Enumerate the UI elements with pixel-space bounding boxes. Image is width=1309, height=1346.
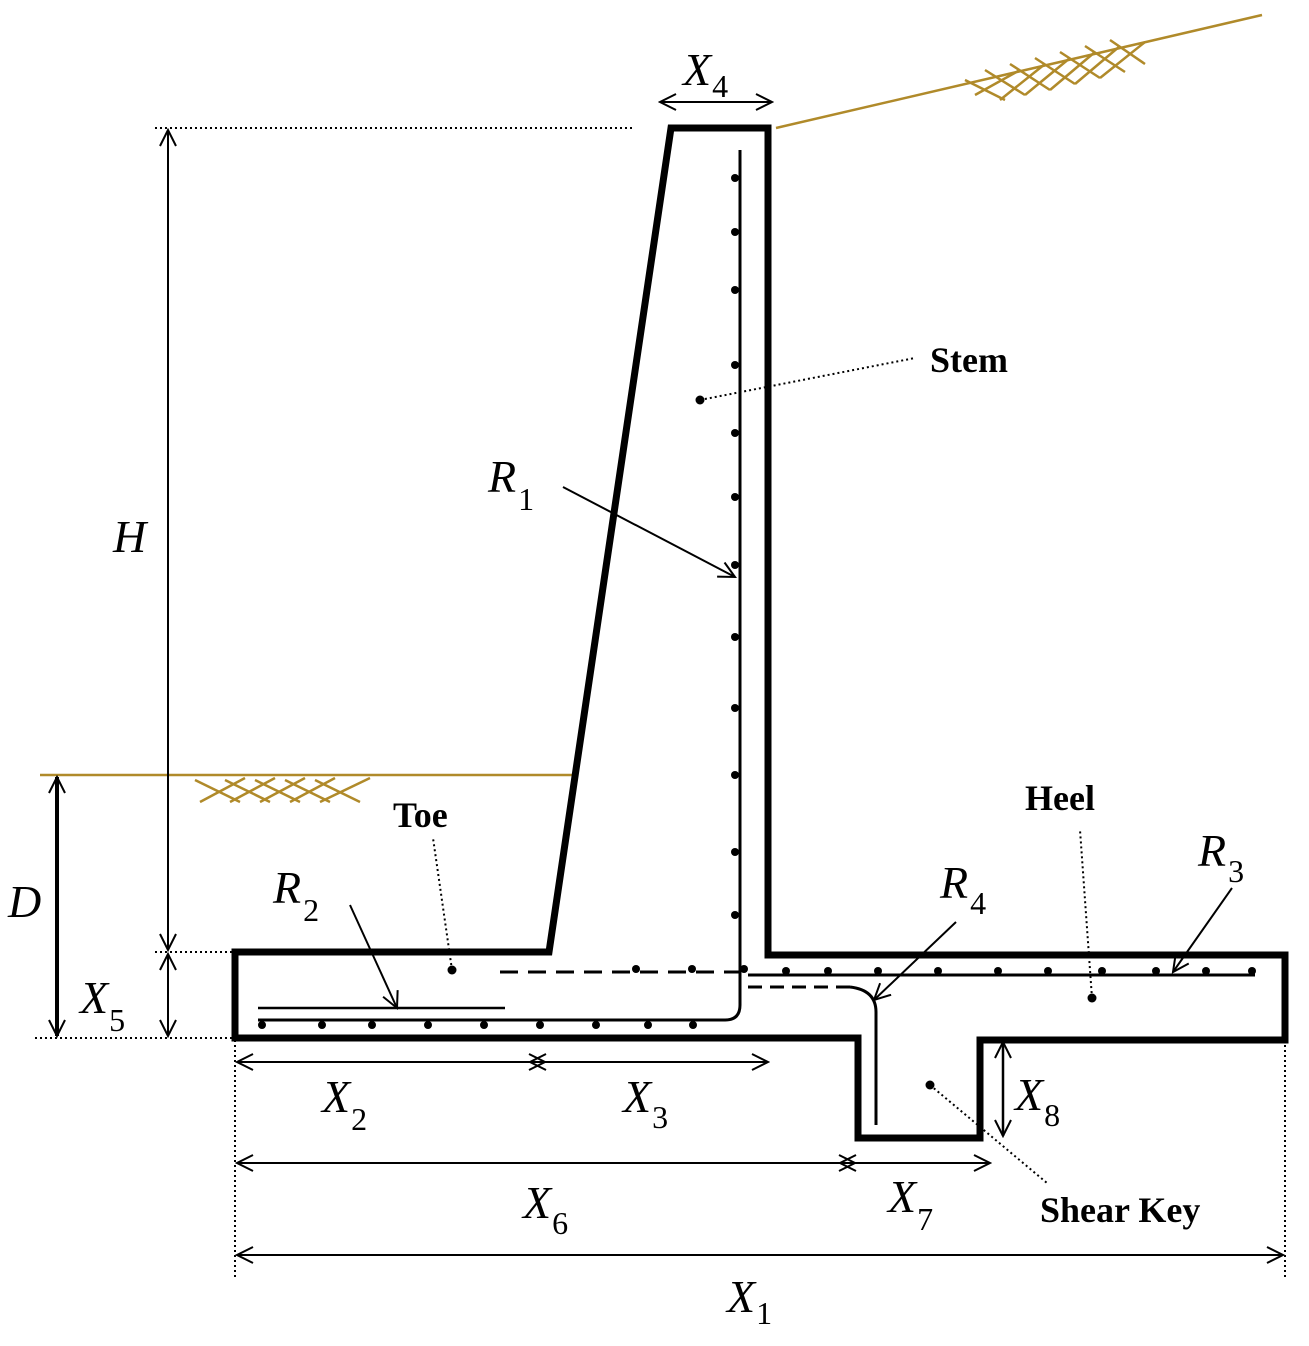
front-ground xyxy=(40,773,578,804)
h-label: H xyxy=(112,511,149,562)
shear-key-rebar xyxy=(849,985,878,1125)
stem-leader xyxy=(699,357,916,401)
r2-leader xyxy=(349,904,397,1008)
r4-leader xyxy=(874,921,957,1000)
stem-rebar xyxy=(258,150,742,1022)
x7-label: X7 xyxy=(886,1171,933,1237)
x5-label: X5 xyxy=(78,972,125,1038)
x6-label: X6 xyxy=(521,1177,568,1241)
stem-label: Stem xyxy=(930,340,1008,380)
r3-leader xyxy=(1173,887,1233,972)
label-leaders xyxy=(349,357,1233,1184)
x2-label: X2 xyxy=(320,1071,367,1137)
x3-label: X3 xyxy=(621,1071,668,1135)
heel-label: Heel xyxy=(1025,778,1095,818)
heel-leader xyxy=(1079,829,1093,999)
reinforcement xyxy=(258,150,1255,1125)
leader-dots xyxy=(447,395,1097,1090)
r3-label: R3 xyxy=(1197,825,1244,889)
shear-key-label: Shear Key xyxy=(1040,1190,1200,1230)
x4-label: X4 xyxy=(681,44,728,104)
d-label: D xyxy=(7,876,41,927)
dimension-lines xyxy=(35,102,1286,1280)
wall-outline xyxy=(231,124,1289,1142)
rebar-dots xyxy=(258,174,1256,1029)
r2-label: R2 xyxy=(272,862,319,928)
x1-label: X1 xyxy=(725,1271,772,1331)
backfill-ground xyxy=(775,13,1263,130)
r1-leader xyxy=(562,486,735,577)
r1-label: R1 xyxy=(487,451,534,517)
x8-label: X8 xyxy=(1013,1069,1060,1133)
r4-label: R4 xyxy=(939,857,986,921)
toe-leader xyxy=(432,837,453,971)
toe-label: Toe xyxy=(393,795,448,835)
shear-key-leader xyxy=(929,1084,1048,1184)
